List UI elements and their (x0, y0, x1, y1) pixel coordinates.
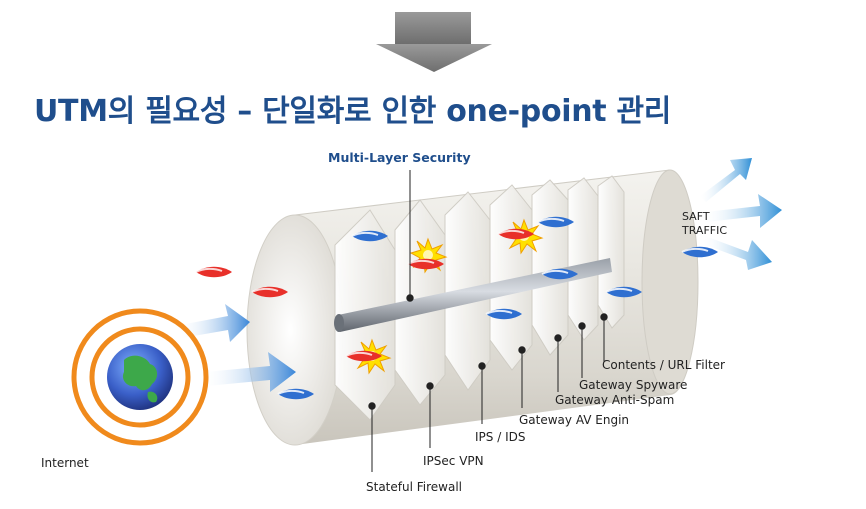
outgoing-traffic-arrow (705, 194, 782, 228)
incoming-traffic-arrow (180, 304, 250, 342)
page-title: UTM의 필요성 – 단일화로 인한 one-point 관리 (34, 94, 672, 129)
incoming-traffic-arrow (205, 352, 296, 392)
internet-label: Internet (41, 456, 89, 470)
down-arrow-icon (376, 12, 492, 72)
layer-label-gateway-spyware: Gateway Spyware (579, 378, 688, 392)
layer-label-stateful-firewall: Stateful Firewall (366, 480, 462, 494)
outgoing-traffic-arrow (703, 236, 772, 270)
layer-label-ipsec-vpn: IPSec VPN (423, 454, 484, 468)
red-arrow-icon (195, 265, 233, 279)
layer-label-gateway-anti-spam: Gateway Anti-Spam (555, 393, 675, 407)
outgoing-traffic-arrow (700, 158, 752, 202)
multi-layer-security-label: Multi-Layer Security (328, 150, 471, 165)
globe-icon (71, 308, 209, 446)
layer-label-ips-ids: IPS / IDS (475, 430, 526, 444)
safe-traffic-line1: SAFT (682, 210, 710, 223)
layer-label-gateway-av: Gateway AV Engin (519, 413, 630, 427)
layer-label-contents-url-filter: Contents / URL Filter (602, 358, 725, 372)
safe-traffic-line2: TRAFFIC (682, 224, 728, 237)
leader-lines (368, 170, 608, 472)
core-rod (334, 258, 612, 332)
